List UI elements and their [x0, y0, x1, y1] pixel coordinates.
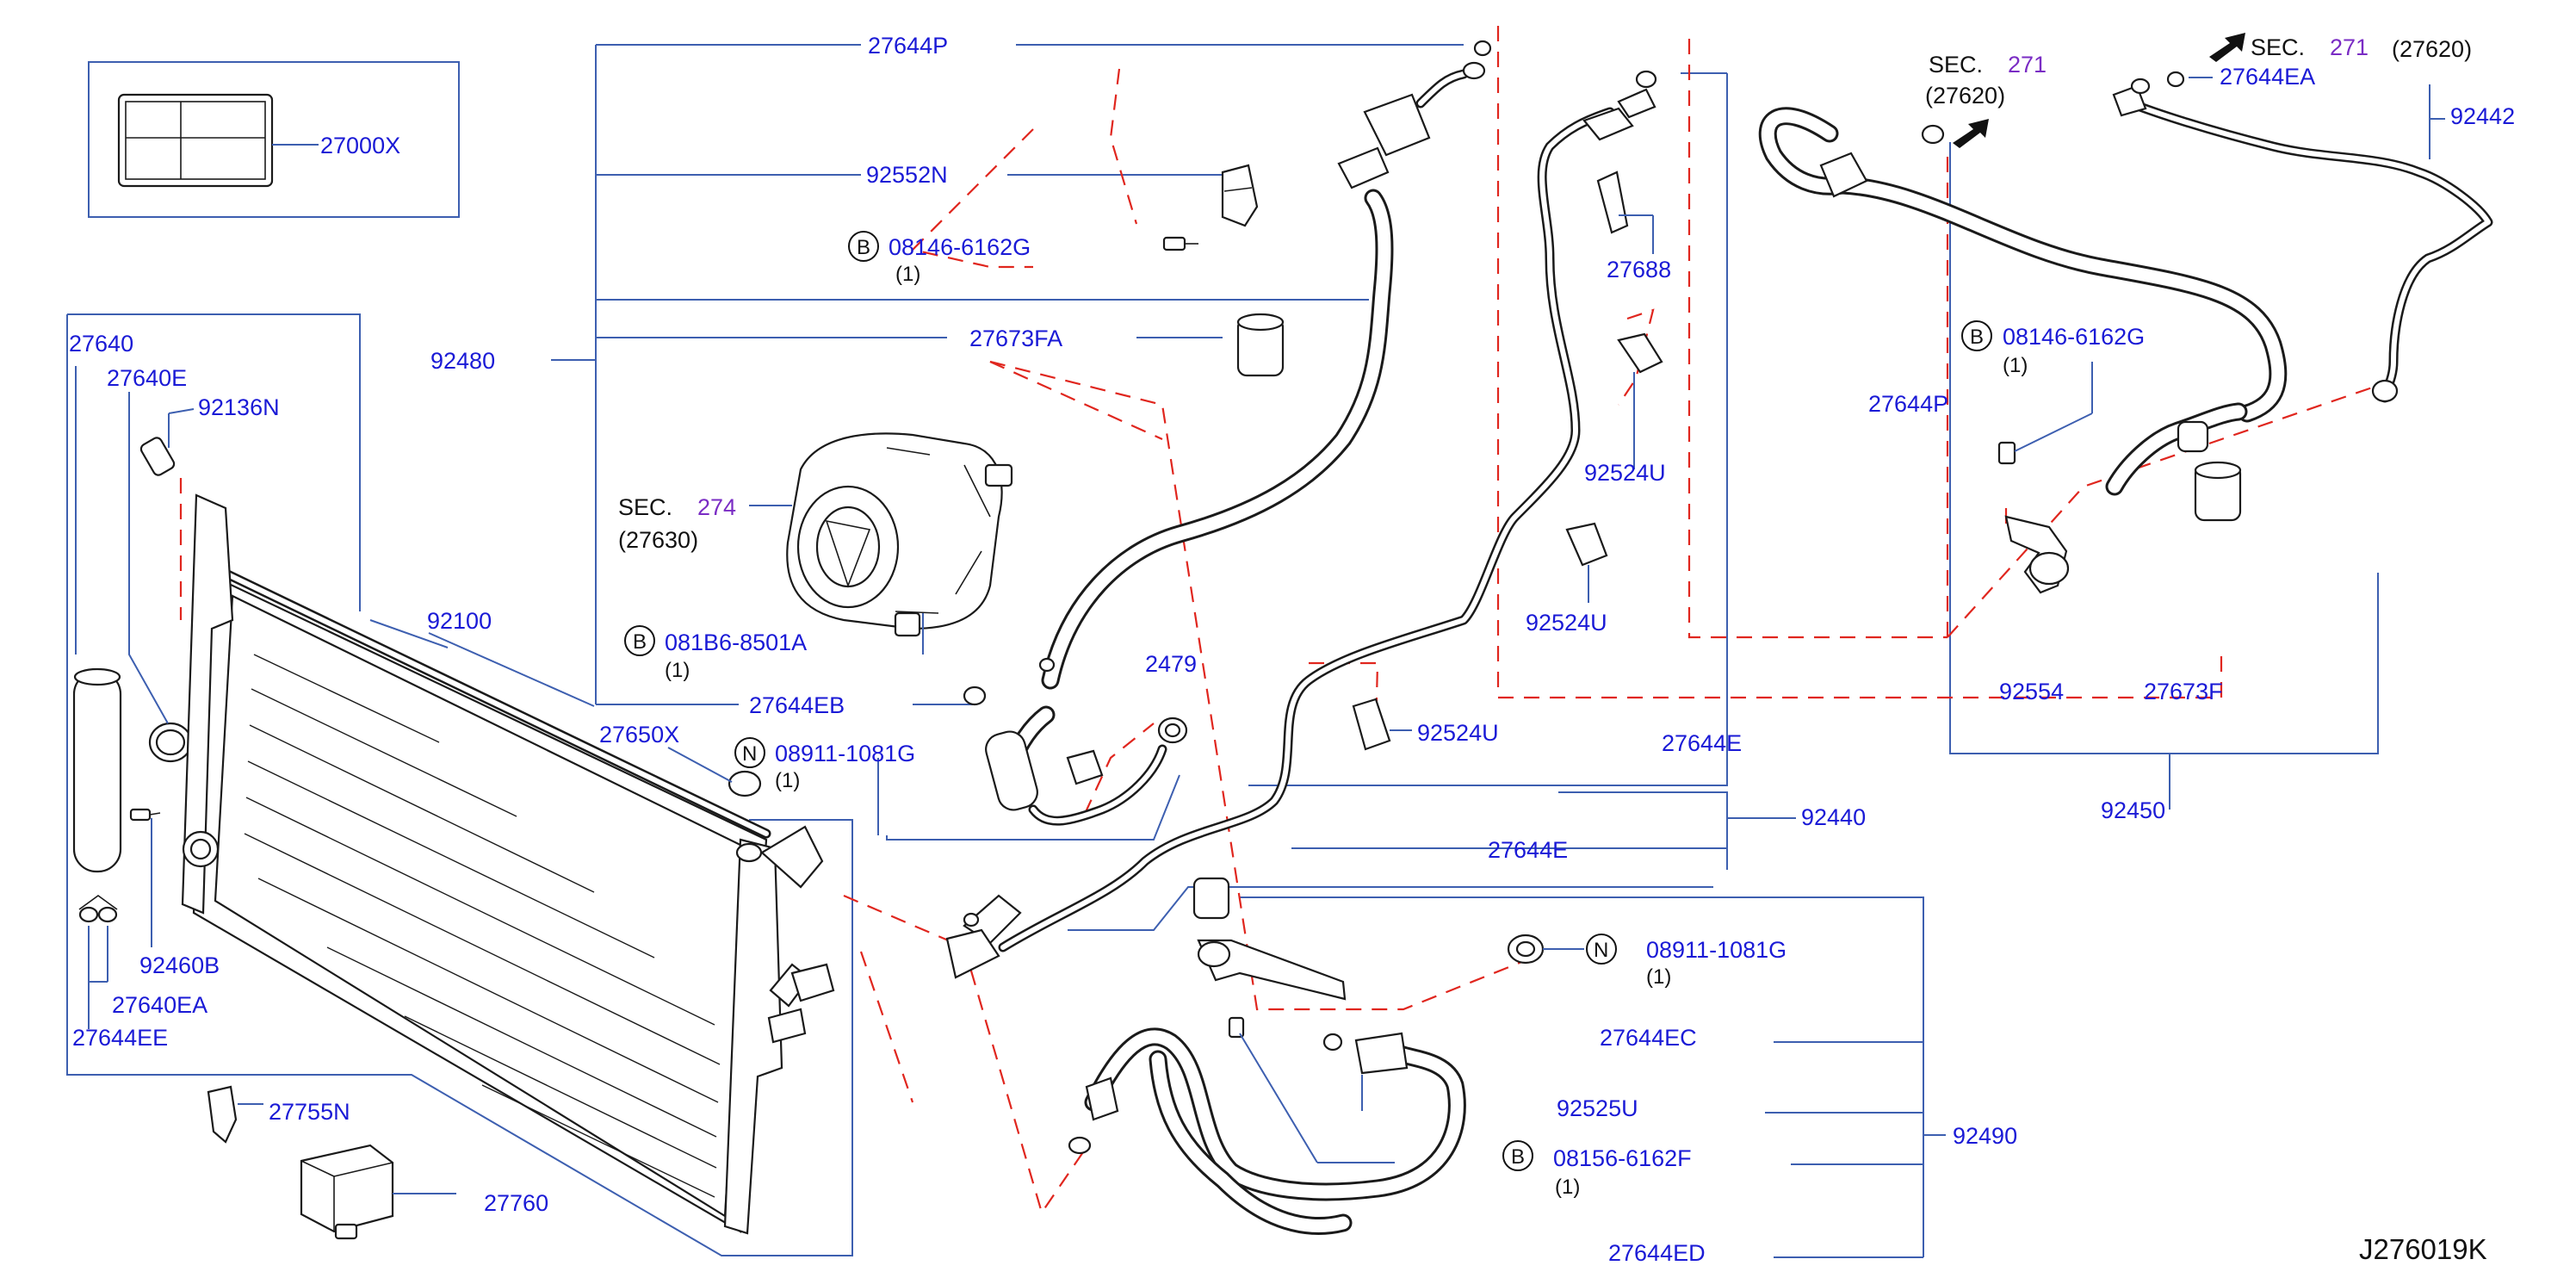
- circle-B: B: [857, 236, 870, 259]
- label-27760: 27760: [484, 1190, 548, 1216]
- compressor-27630: [749, 432, 1013, 655]
- label-sec271-b: SEC.: [2251, 34, 2305, 60]
- direction-arrows: [1953, 33, 2245, 148]
- qty-08911-1081G-a: (1): [775, 769, 800, 792]
- pipe-27644EB-region: [667, 657, 1188, 835]
- qty-08156-6162F: (1): [1555, 1176, 1580, 1199]
- hose-92490: [1068, 877, 1584, 1235]
- label-27673F: 27673F: [2144, 679, 2223, 704]
- hose-92450-and-pipe-92442: [1758, 71, 2493, 594]
- label-sec271-b-sub: (27620): [2392, 36, 2472, 62]
- label-27644P-top: 27644P: [868, 33, 948, 59]
- label-92100: 92100: [427, 608, 492, 634]
- qty-08146-6162G-a: (1): [895, 263, 920, 286]
- qty-08911-1081G-b: (1): [1646, 965, 1671, 989]
- label-sec274-sub: (27630): [618, 527, 698, 553]
- label-27644P-mid: 27644P: [1868, 391, 1948, 417]
- label-08156-6162F: 08156-6162F: [1553, 1145, 1692, 1171]
- circle-B: B: [1511, 1145, 1525, 1169]
- arrow-icon: [1953, 119, 1989, 148]
- label-92440: 92440: [1801, 804, 1866, 830]
- label-27640E: 27640E: [107, 365, 187, 391]
- label-sec274-ref: 274: [697, 494, 736, 520]
- label-27640EA: 27640EA: [112, 992, 207, 1018]
- receiver-drier-parts: [72, 366, 456, 1240]
- label-sec271-a-sub: (27620): [1925, 83, 2005, 109]
- label-27640: 27640: [69, 331, 133, 357]
- label-081B6-8501A: 081B6-8501A: [665, 630, 807, 655]
- label-08911-1081G-a: 08911-1081G: [775, 741, 915, 766]
- label-27644ED: 27644ED: [1608, 1240, 1706, 1266]
- label-08146-6162G-a: 08146-6162G: [889, 234, 1031, 260]
- label-2479: 2479: [1145, 651, 1197, 677]
- circle-B: B: [1970, 326, 1984, 349]
- label-92525U: 92525U: [1557, 1095, 1638, 1121]
- condenser-92100: [181, 493, 835, 1235]
- label-92554: 92554: [1999, 679, 2064, 704]
- label-08911-1081G-b: 08911-1081G: [1646, 937, 1786, 963]
- circle-N: N: [742, 742, 757, 766]
- label-92480: 92480: [430, 348, 495, 374]
- circle-markers: [624, 231, 1992, 1171]
- label-27644E-b: 27644E: [1488, 837, 1568, 863]
- label-27644EA: 27644EA: [2220, 64, 2315, 90]
- hose-92480: [1041, 40, 1492, 690]
- label-92524U-c: 92524U: [1417, 720, 1499, 746]
- label-27755N: 27755N: [269, 1099, 350, 1125]
- label-sec271-a-ref: 271: [2008, 52, 2047, 78]
- circle-B: B: [633, 630, 647, 654]
- label-92460B: 92460B: [139, 952, 220, 978]
- label-27000X: 27000X: [320, 133, 400, 158]
- arrow-icon: [2209, 33, 2245, 62]
- label-27673FA: 27673FA: [969, 326, 1062, 351]
- dashed-connection-lines: [179, 26, 2386, 1215]
- label-27688: 27688: [1607, 257, 1671, 282]
- leader-lines: [66, 44, 2379, 1258]
- label-27650X: 27650X: [599, 722, 679, 748]
- label-92450: 92450: [2101, 797, 2165, 823]
- label-sec274: SEC.: [618, 494, 672, 520]
- label-92442: 92442: [2450, 103, 2515, 129]
- label-27644EB: 27644EB: [749, 692, 845, 718]
- callout-labels: 27000X 27644P 92552N B 08146-6162G (1) 2…: [69, 33, 2515, 1266]
- label-27644E-a: 27644E: [1662, 730, 1742, 756]
- pipe-92440: [945, 70, 1663, 979]
- label-92136N: 92136N: [198, 394, 280, 420]
- label-92552N: 92552N: [866, 162, 948, 188]
- condenser-fins: [244, 654, 721, 1198]
- label-92490: 92490: [1953, 1123, 2017, 1149]
- qty-081B6-8501A: (1): [665, 659, 690, 682]
- label-sec271-a: SEC.: [1929, 52, 1983, 78]
- label-sec271-b-ref: 271: [2330, 34, 2369, 60]
- label-27644EE: 27644EE: [72, 1025, 168, 1051]
- label-92524U-b: 92524U: [1526, 610, 1607, 636]
- circle-N: N: [1594, 939, 1608, 962]
- qty-08146-6162G-b: (1): [2003, 354, 2028, 377]
- label-92524U-a: 92524U: [1584, 460, 1666, 486]
- label-27644EC: 27644EC: [1600, 1025, 1697, 1051]
- refrigerant-label-card: [117, 93, 319, 188]
- label-08146-6162G-b: 08146-6162G: [2003, 324, 2145, 350]
- diagram-code: J276019K: [2359, 1233, 2487, 1265]
